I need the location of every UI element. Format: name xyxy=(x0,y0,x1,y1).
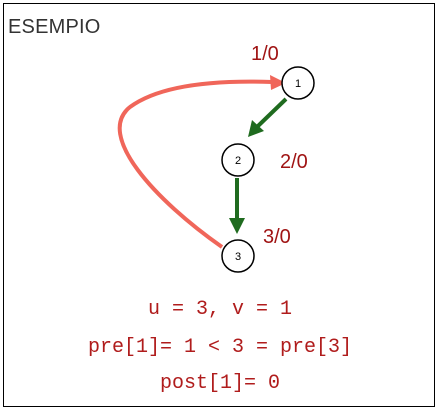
node-1-annotation: 1/0 xyxy=(251,43,279,65)
node-3-annotation: 3/0 xyxy=(263,226,291,248)
node-3-label: 3 xyxy=(235,251,241,263)
code-line-post: post[1]= 0 xyxy=(159,372,281,395)
node-1: 1 xyxy=(281,66,315,100)
node-2-label: 2 xyxy=(235,155,241,167)
edge-3-1-arrowhead xyxy=(270,75,286,90)
edge-3-1 xyxy=(117,79,273,249)
example-frame xyxy=(3,3,435,407)
code-line-pre-compare: pre[1]= 1 < 3 = pre[3] xyxy=(87,336,353,359)
node-2-annotation: 2/0 xyxy=(280,151,308,173)
code-line-uv: u = 3, v = 1 xyxy=(147,298,293,321)
node-1-label: 1 xyxy=(295,78,301,90)
edge-2-3-arrowhead xyxy=(229,218,245,234)
node-2: 2 xyxy=(221,143,255,177)
edge-1-2 xyxy=(256,97,288,128)
slide-title: ESEMPIO xyxy=(8,16,101,38)
edge-1-2-arrowhead xyxy=(248,120,264,137)
node-3: 3 xyxy=(221,239,255,273)
